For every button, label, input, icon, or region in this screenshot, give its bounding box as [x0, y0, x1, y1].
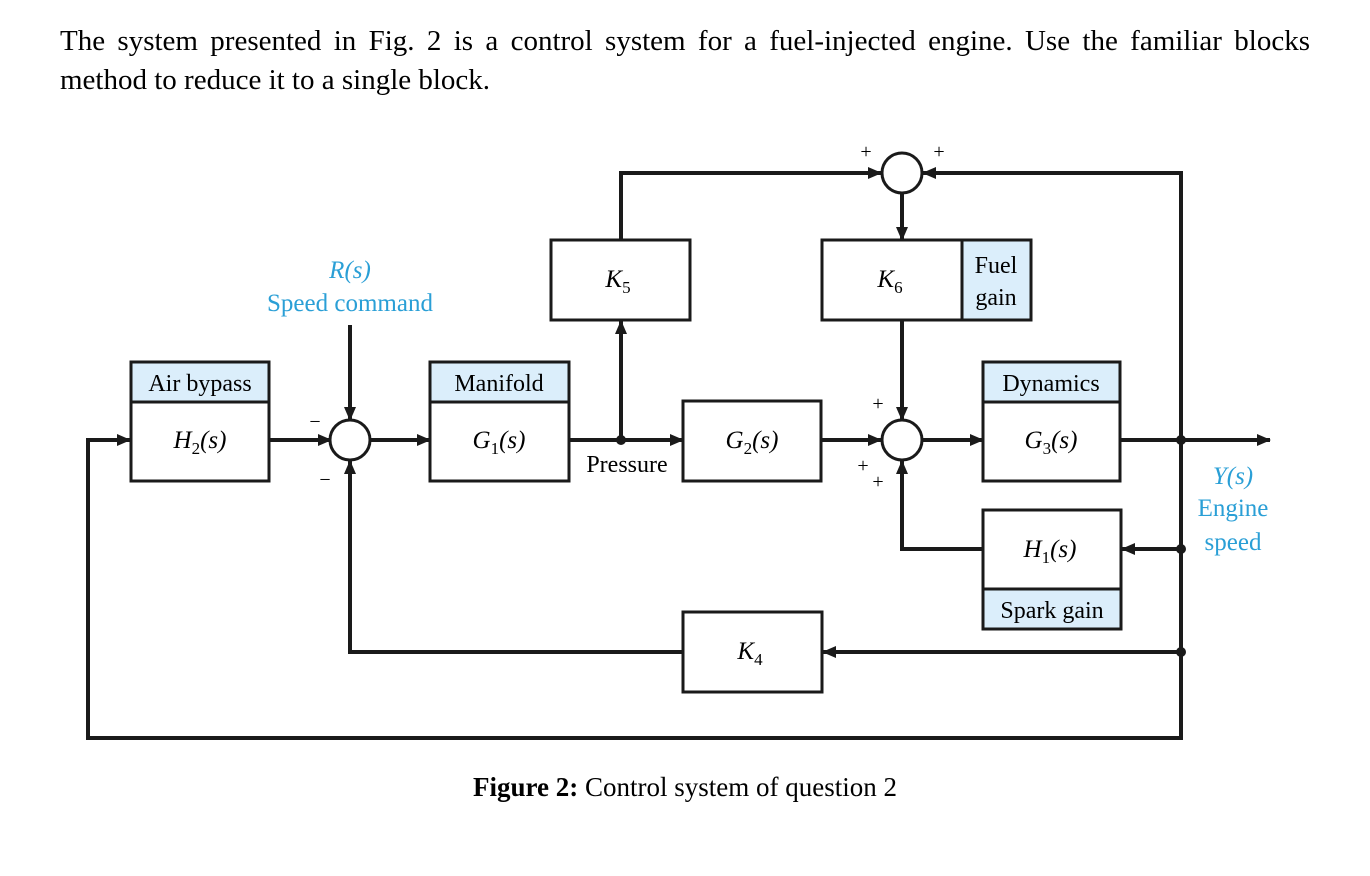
h2-tf: H2(s)	[173, 427, 227, 458]
input-desc: Speed command	[267, 290, 433, 317]
dynamics-label: Dynamics	[1002, 371, 1099, 397]
fuel-label: Fuel	[975, 253, 1018, 279]
output-line1: Engine	[1198, 495, 1269, 522]
junction-pressure	[616, 435, 626, 445]
h1-tf: H1(s)	[1023, 536, 1077, 567]
sum3-left-sign: +	[857, 455, 868, 477]
manifold-header-box	[428, 360, 571, 404]
wire-y-to-h2	[86, 434, 1183, 740]
wire-y-to-sum2	[922, 167, 1183, 440]
g1-block	[428, 400, 571, 483]
caption-text: Control system of question 2	[578, 772, 897, 802]
k6-block	[820, 238, 964, 322]
air-bypass-label: Air bypass	[148, 371, 251, 397]
gain-label: gain	[975, 285, 1016, 311]
wire-k4-to-sum1	[344, 460, 683, 654]
k4-tf: K4	[736, 638, 763, 669]
summing-junction-2	[880, 151, 924, 195]
output-name: Y(s)	[1213, 463, 1253, 490]
sum2-left-sign: +	[860, 141, 871, 163]
summing-junction-3	[880, 418, 924, 462]
k4-block	[681, 610, 824, 694]
fuel-gain-box	[960, 238, 1033, 322]
k6-tf: K6	[876, 266, 902, 297]
h1-block	[981, 508, 1123, 591]
spark-gain-label: Spark gain	[1000, 598, 1103, 624]
g2-tf: G2(s)	[726, 427, 779, 458]
wire-y-to-h1	[1121, 440, 1183, 555]
manifold-label: Manifold	[454, 371, 543, 397]
caption-bold: Figure 2:	[473, 772, 579, 802]
k5-tf: K5	[604, 266, 630, 297]
figure-caption: Figure 2: Control system of question 2	[0, 772, 1370, 803]
h2-block	[129, 400, 271, 483]
sum2-right-sign: +	[933, 141, 944, 163]
wire-h1-to-sum3	[896, 460, 983, 551]
g1-tf: G1(s)	[473, 427, 526, 458]
input-name: R(s)	[328, 257, 371, 284]
sum3-top-sign: +	[872, 393, 883, 415]
sum1-bottom-sign: −	[319, 469, 330, 491]
g3-tf: G3(s)	[1025, 427, 1078, 458]
junction-output-k4	[1176, 647, 1186, 657]
junction-output	[1176, 435, 1186, 445]
pressure-label: Pressure	[586, 452, 667, 478]
spark-gain-footer-box	[981, 587, 1123, 631]
question-text: The system presented in Fig. 2 is a cont…	[60, 25, 1310, 96]
output-line2: speed	[1205, 529, 1262, 556]
sum1-top-sign: −	[309, 411, 320, 433]
k5-block	[549, 238, 692, 322]
sum3-bottom-sign: +	[872, 471, 883, 493]
g2-block	[681, 399, 823, 483]
summing-junction-1	[328, 418, 372, 462]
junction-output-h1	[1176, 544, 1186, 554]
g3-block	[981, 400, 1122, 483]
wire-k5-to-sum2	[619, 167, 882, 240]
